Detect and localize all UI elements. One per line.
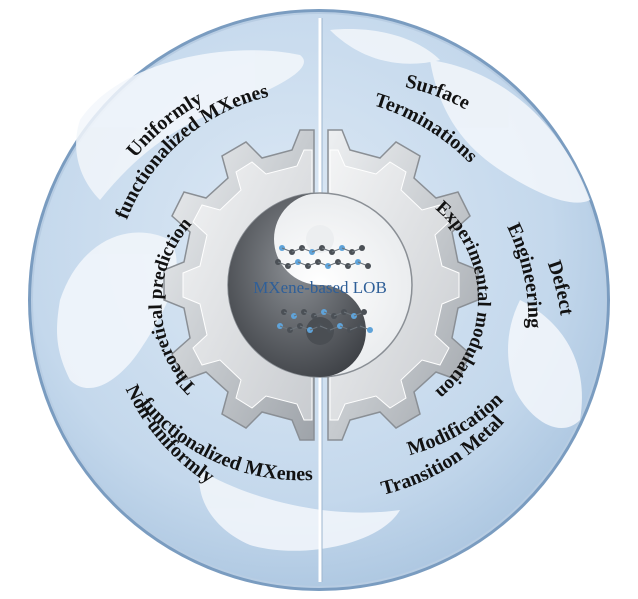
lattice-atom: [367, 327, 373, 333]
mxene-lattice: [275, 245, 373, 333]
lattice-atom: [365, 263, 371, 269]
lattice-atom: [361, 309, 367, 315]
world-map-land: [57, 29, 590, 551]
center-title: MXene-based LOB: [253, 278, 387, 297]
lattice-atom: [359, 245, 365, 251]
